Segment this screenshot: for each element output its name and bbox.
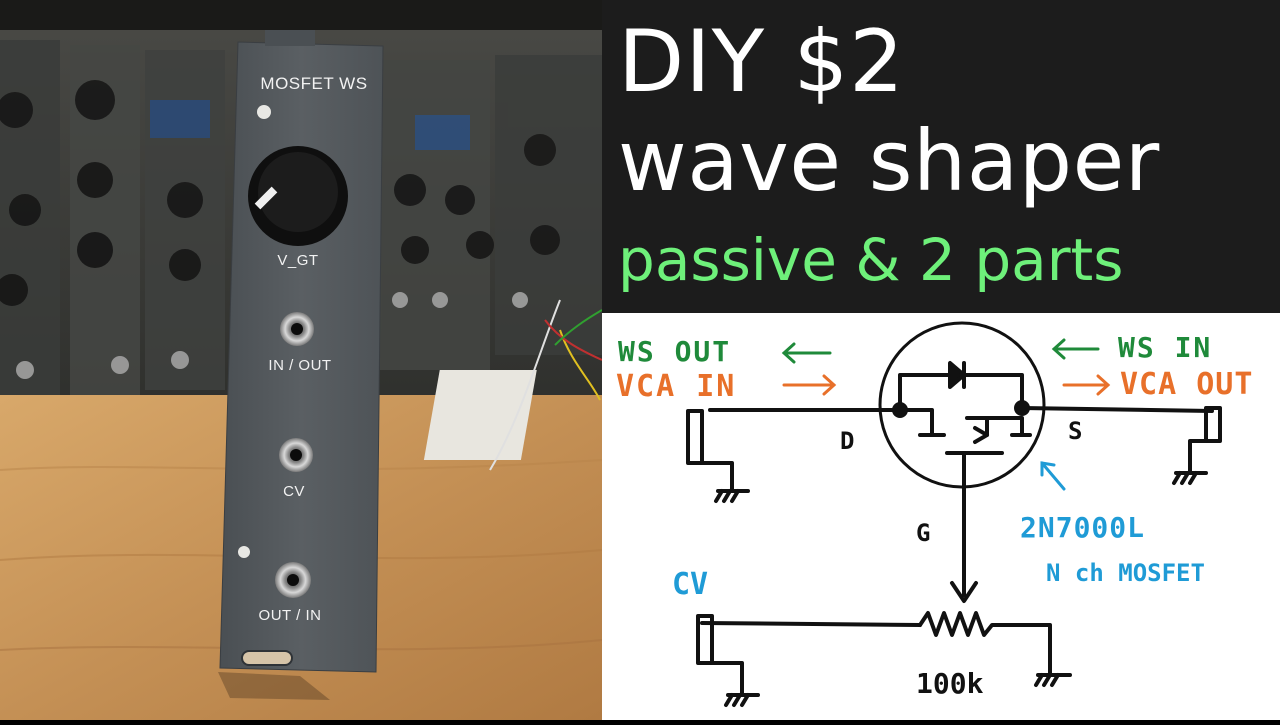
title-block: DIY $2 wave shaper passive & 2 parts bbox=[602, 0, 1280, 313]
knob-label: V_GT bbox=[277, 252, 319, 269]
module-name: MOSFET WS bbox=[260, 74, 368, 93]
title-line-2: wave shaper bbox=[618, 112, 1160, 210]
title-line-1: DIY $2 bbox=[618, 12, 905, 112]
product-photo: MOSFET WS V_GT IN / OUT CV OUT / IN bbox=[0, 0, 602, 720]
drain-label: D bbox=[840, 427, 855, 455]
jack-cv-label: CV bbox=[283, 483, 305, 500]
vca-out-label: VCA OUT bbox=[1120, 367, 1254, 402]
ws-out-label: WS OUT bbox=[618, 335, 732, 368]
subtitle: passive & 2 parts bbox=[618, 226, 1124, 294]
photo-scene bbox=[0, 0, 602, 720]
resistor-value-label: 100k bbox=[916, 667, 984, 700]
schematic-diagram: WS OUT VCA IN WS IN VCA OUT D S G 2N7000… bbox=[602, 313, 1280, 720]
part-number-label: 2N7000L bbox=[1020, 511, 1146, 544]
part-type-label: N ch MOSFET bbox=[1046, 559, 1205, 587]
gate-label: G bbox=[916, 519, 931, 547]
cv-label: CV bbox=[672, 567, 709, 602]
source-label: S bbox=[1068, 417, 1083, 445]
jack-out-in-label: OUT / IN bbox=[258, 607, 322, 624]
vca-in-label: VCA IN bbox=[616, 369, 737, 404]
schematic-drawing bbox=[686, 321, 1222, 707]
ws-in-label: WS IN bbox=[1118, 331, 1213, 364]
jack-in-out-label: IN / OUT bbox=[268, 357, 332, 374]
